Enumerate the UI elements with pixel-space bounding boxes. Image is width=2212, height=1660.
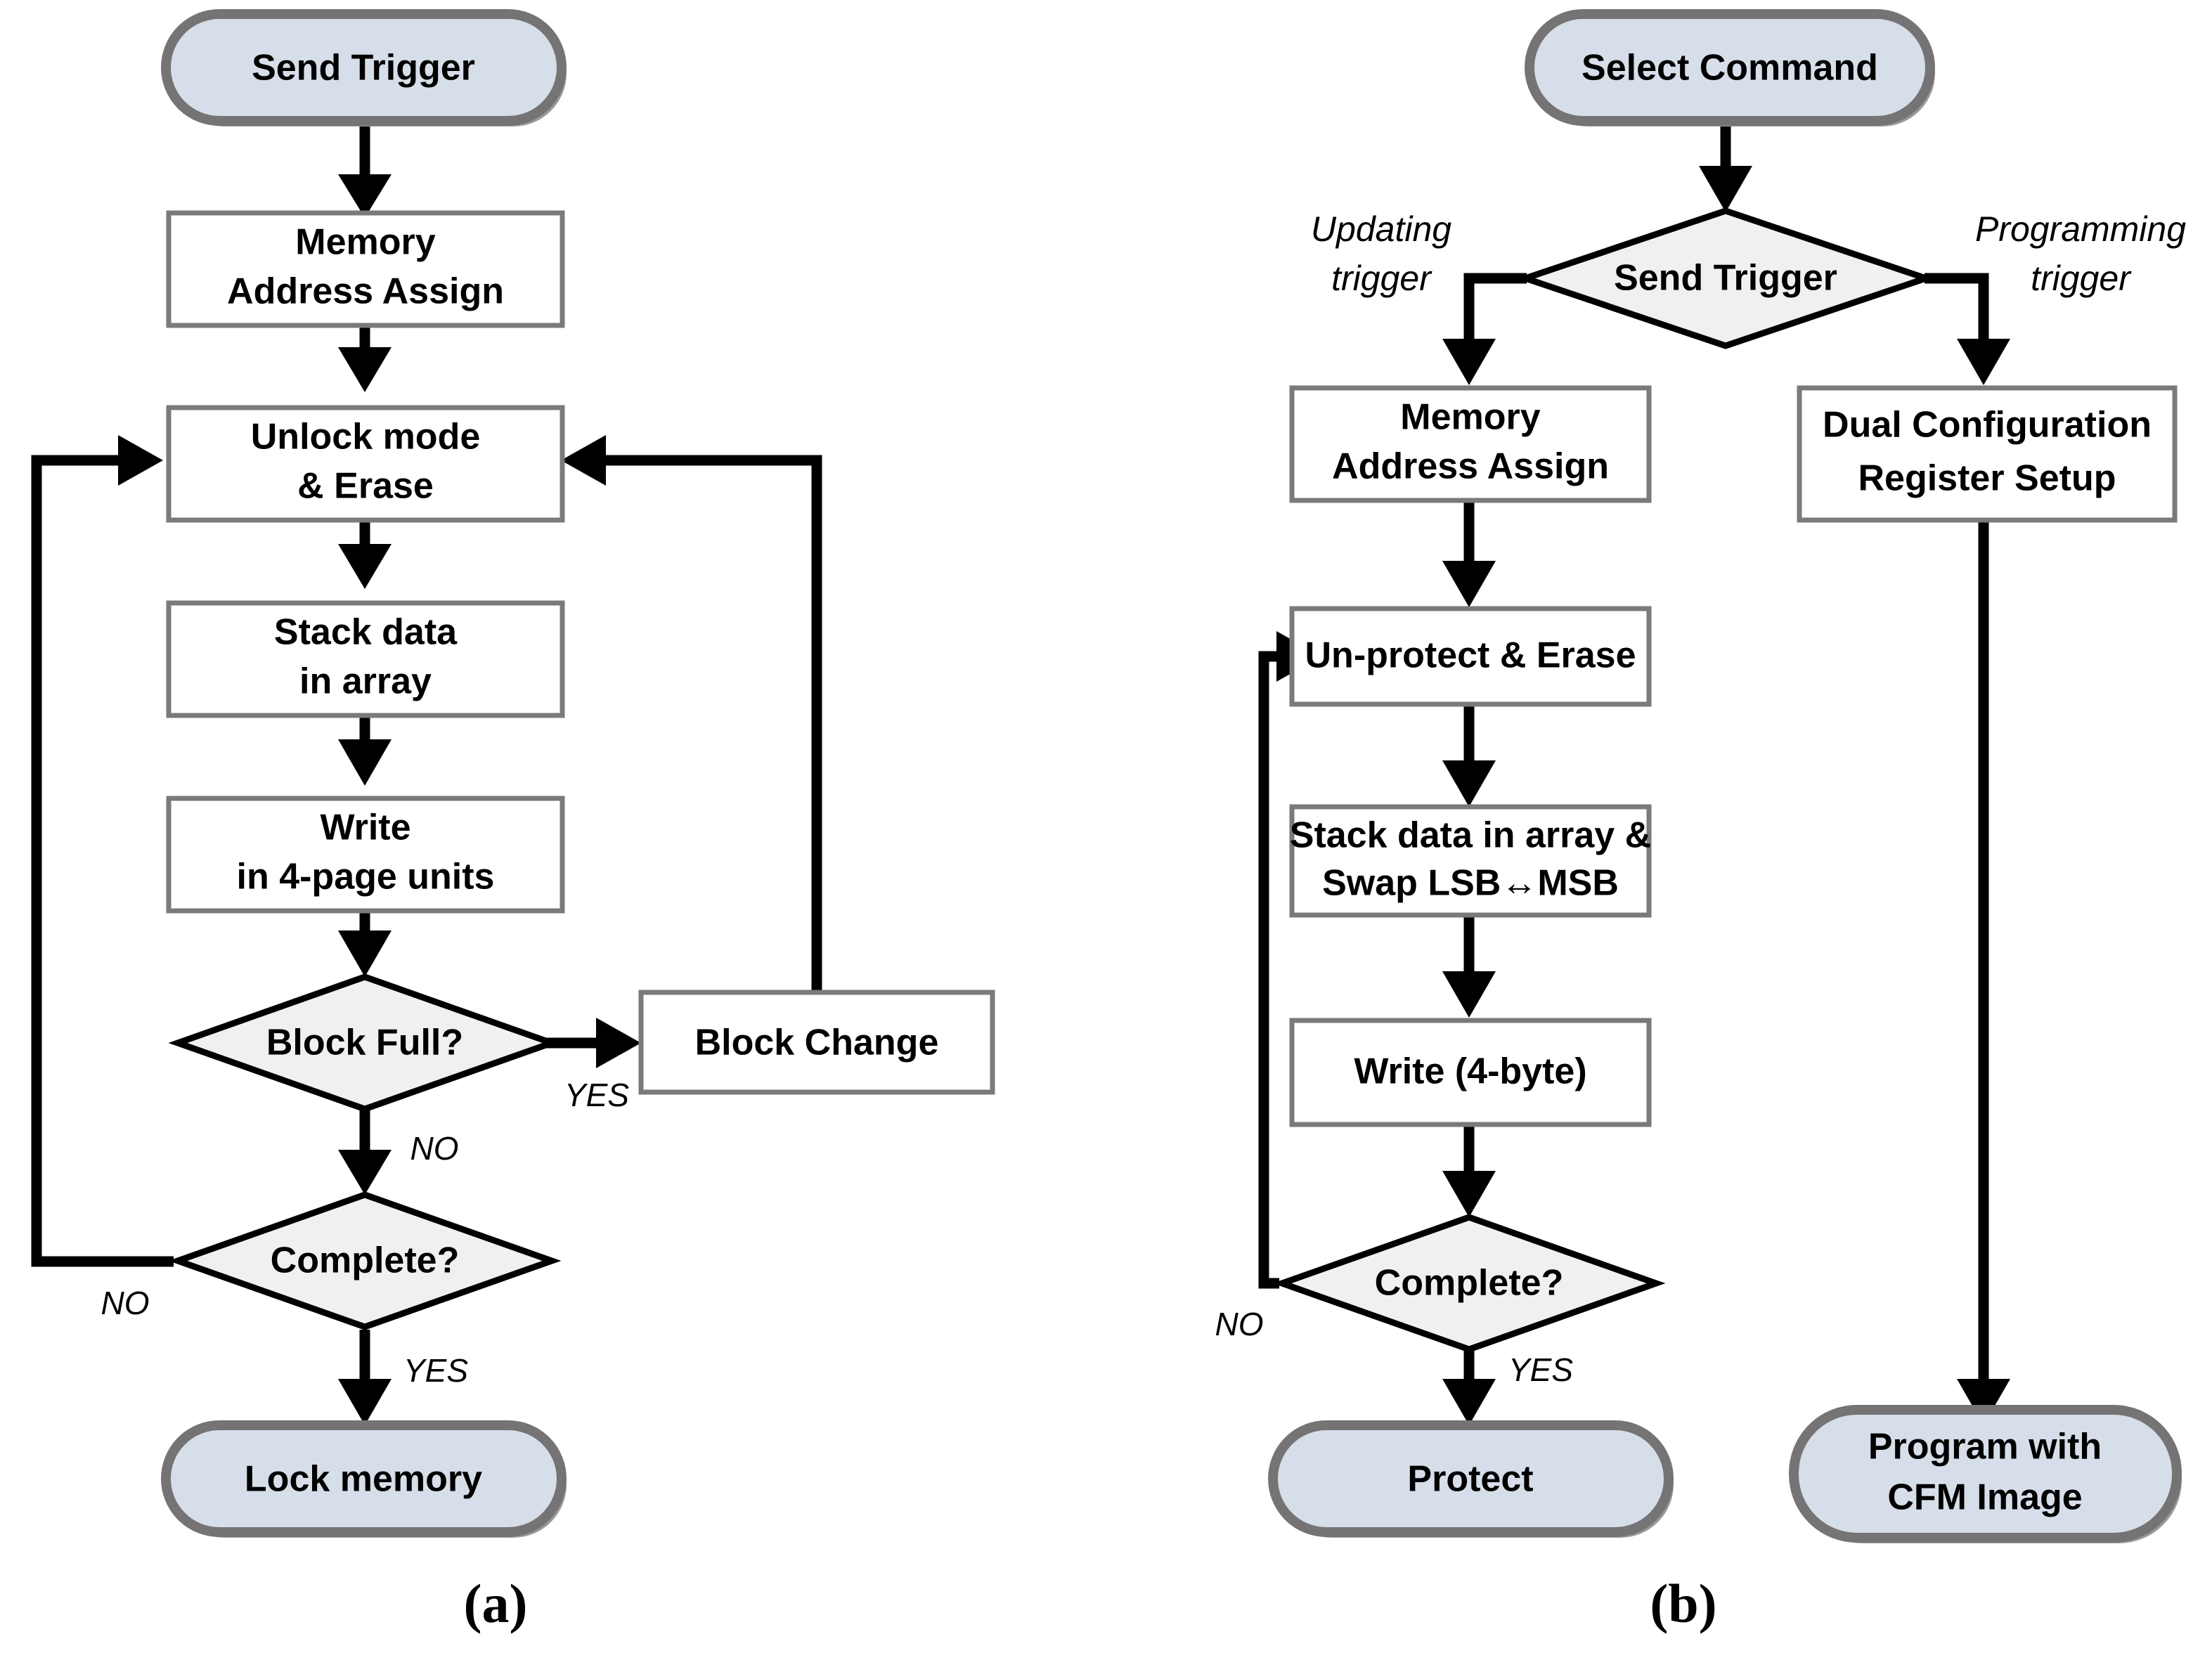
panel-a: Send Trigger Memory Address Assign Unloc…	[31, 9, 995, 1634]
node-label-send-trigger-a: Send Trigger	[252, 48, 475, 89]
edge-write-to-complete-b	[1442, 1124, 1496, 1217]
node-label-send-trigger-b: Send Trigger	[1614, 258, 1837, 299]
edge-sendtrigger-to-memaddr-b	[1442, 273, 1527, 385]
edge-memaddr-to-unlock	[338, 328, 392, 392]
node-complete-decision-b[interactable]: Complete?	[1272, 1214, 1666, 1353]
edge-stack-to-write-b	[1442, 914, 1496, 1018]
node-complete-decision-a[interactable]: Complete?	[168, 1191, 562, 1330]
node-label-program-cfm-line2: CFM Image	[1887, 1477, 2082, 1518]
edge-complete-to-unprotect-b	[1258, 631, 1321, 1289]
edge-label-blockfull-no: NO	[410, 1130, 459, 1167]
edge-memaddr-to-unprotect-b	[1442, 500, 1496, 607]
edge-complete-to-unlock	[31, 435, 174, 1267]
node-label-program-cfm-line1: Program with	[1868, 1427, 2102, 1467]
node-label-block-change: Block Change	[695, 1023, 939, 1063]
node-label-complete-b: Complete?	[1375, 1263, 1564, 1304]
node-lock-memory[interactable]: Lock memory	[161, 1420, 567, 1538]
node-label-write-b: Write (4-byte)	[1354, 1051, 1586, 1092]
panel-caption-b: (b)	[1650, 1573, 1716, 1634]
edge-start-to-memaddr	[338, 125, 392, 218]
node-memory-address-assign-a[interactable]: Memory Address Assign	[166, 210, 565, 328]
node-write-b[interactable]: Write (4-byte)	[1289, 1018, 1652, 1127]
node-label-dualcfg-line2: Register Setup	[1858, 458, 2116, 499]
node-memory-address-assign-b[interactable]: Memory Address Assign	[1289, 385, 1652, 503]
node-label-stack-a-line2: in array	[299, 661, 432, 702]
node-label-unlock-a-line1: Unlock mode	[251, 417, 481, 458]
node-label-lock-memory: Lock memory	[245, 1459, 482, 1500]
edge-complete-to-lockmemory	[338, 1330, 392, 1425]
edge-label-complete-yes-a: YES	[403, 1352, 468, 1389]
node-stack-swap[interactable]: Stack data in array & Swap LSB↔MSB	[1289, 804, 1652, 918]
panel-a-connectors	[31, 125, 822, 1425]
edge-dualcfg-to-program	[1957, 520, 2010, 1425]
node-label-unlock-a-line2: & Erase	[297, 466, 434, 507]
node-label-stack-a-line1: Stack data	[274, 612, 458, 653]
node-block-change[interactable]: Block Change	[638, 990, 995, 1095]
edge-complete-to-protect-b	[1442, 1351, 1496, 1425]
node-send-trigger-decision-b[interactable]: Send Trigger	[1515, 207, 1936, 349]
edge-selectcmd-to-sendtrigger	[1699, 119, 1752, 212]
edge-blockchange-to-unlock	[561, 435, 822, 995]
edge-label-complete-yes-b: YES	[1508, 1351, 1573, 1388]
node-label-dualcfg-line1: Dual Configuration	[1823, 405, 2152, 446]
node-program-with-cfm-image[interactable]: Program with CFM Image	[1789, 1405, 2182, 1543]
node-label-memaddr-b-line2: Address Assign	[1332, 446, 1609, 487]
node-label-stack-swap-line2: Swap LSB↔MSB	[1322, 863, 1619, 904]
edge-label-programming-trigger-line1: Programming	[1975, 209, 2186, 249]
node-label-memaddr-b-line1: Memory	[1400, 397, 1540, 438]
node-label-protect: Protect	[1407, 1459, 1533, 1500]
node-unprotect-erase[interactable]: Un-protect & Erase	[1289, 606, 1652, 707]
edge-label-updating-trigger-line1: Updating	[1311, 209, 1451, 249]
node-send-trigger-a[interactable]: Send Trigger	[161, 9, 567, 127]
node-block-full-decision[interactable]: Block Full?	[168, 973, 562, 1113]
node-write-a[interactable]: Write in 4-page units	[166, 796, 565, 914]
node-stack-data-a[interactable]: Stack data in array	[166, 600, 565, 718]
node-label-memaddr-a-line1: Memory	[295, 222, 435, 263]
edge-sendtrigger-to-dualcfg	[1925, 273, 2010, 385]
panel-caption-a: (a)	[464, 1573, 528, 1634]
node-label-complete-a: Complete?	[271, 1240, 460, 1281]
node-protect[interactable]: Protect	[1268, 1420, 1674, 1538]
node-label-memaddr-a-line2: Address Assign	[227, 271, 504, 312]
edge-label-updating-trigger-line2: trigger	[1331, 259, 1432, 298]
node-label-block-full: Block Full?	[266, 1023, 463, 1063]
edge-label-complete-no-a: NO	[101, 1285, 150, 1321]
edge-unprotect-to-stack-b	[1442, 704, 1496, 807]
node-label-select-command: Select Command	[1582, 48, 1878, 89]
node-label-write-a-line1: Write	[320, 808, 410, 848]
panel-b: Select Command Send Trigger Memory Addre…	[1215, 9, 2186, 1634]
node-select-command[interactable]: Select Command	[1525, 9, 1935, 127]
node-dual-config-register-setup[interactable]: Dual Configuration Register Setup	[1797, 385, 2178, 523]
node-unlock-mode-erase-a[interactable]: Unlock mode & Erase	[166, 405, 565, 523]
node-label-stack-swap-line1: Stack data in array &	[1290, 815, 1651, 856]
edge-label-programming-trigger-line2: trigger	[2031, 259, 2132, 298]
edge-label-blockfull-yes: YES	[564, 1077, 629, 1113]
edge-blockfull-to-complete	[338, 1110, 392, 1195]
node-label-unprotect: Un-protect & Erase	[1305, 635, 1636, 676]
edge-label-complete-no-b: NO	[1215, 1306, 1264, 1342]
panel-b-connectors	[1258, 119, 2010, 1425]
node-label-write-a-line2: in 4-page units	[237, 857, 495, 897]
